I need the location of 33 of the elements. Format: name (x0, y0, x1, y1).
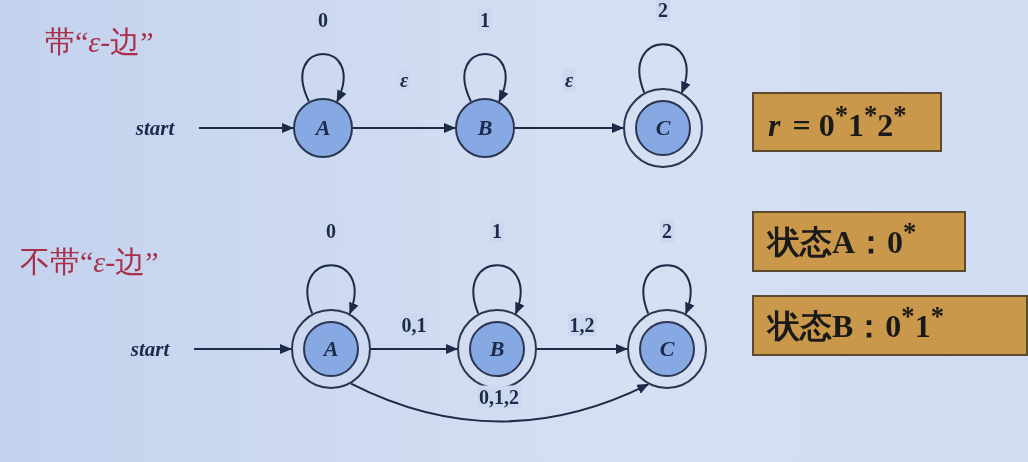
self-loop-arrow (463, 52, 508, 103)
edge-label: 2 (656, 0, 670, 22)
transition-arrow (198, 123, 294, 133)
accepting-state-circle: C (627, 309, 707, 389)
transition-arrow (350, 382, 650, 423)
self-loop-arrow (301, 52, 346, 103)
expression-box: 状态B：0$^{*}$1$^{*}$ (752, 294, 1028, 356)
transition-arrow (352, 123, 456, 133)
state-circle: B (455, 98, 515, 158)
edge-label: 0,1 (399, 313, 429, 337)
transition-arrow (370, 344, 458, 354)
start-label: start (115, 114, 195, 142)
heading-text: 带“ε-边” (45, 24, 154, 60)
edge-label: ε (562, 68, 576, 92)
state-circle: A (293, 98, 353, 158)
edge-label: 1 (490, 219, 504, 243)
edge-label: 1 (478, 8, 492, 32)
edge-label: ε (397, 68, 411, 92)
expression-box: 状态A：0$^{*}$ (752, 210, 966, 272)
self-loop-arrow (472, 264, 524, 315)
accepting-state-circle: A (291, 309, 371, 389)
start-label: start (110, 335, 190, 363)
self-loop-arrow (638, 43, 690, 94)
expression-box: r = 0$^{*}$1$^{*}$2$^{*}$ (752, 92, 942, 152)
edge-label: 2 (660, 219, 674, 243)
edge-label: 1,2 (567, 313, 597, 337)
edge-label: 0,1,2 (477, 385, 521, 409)
transition-arrow (193, 344, 292, 354)
accepting-state-circle: C (623, 88, 703, 168)
self-loop-arrow (642, 264, 694, 315)
transition-arrow (514, 123, 624, 133)
self-loop-arrow (306, 264, 358, 315)
heading-text: 不带“ε-边” (20, 244, 159, 280)
